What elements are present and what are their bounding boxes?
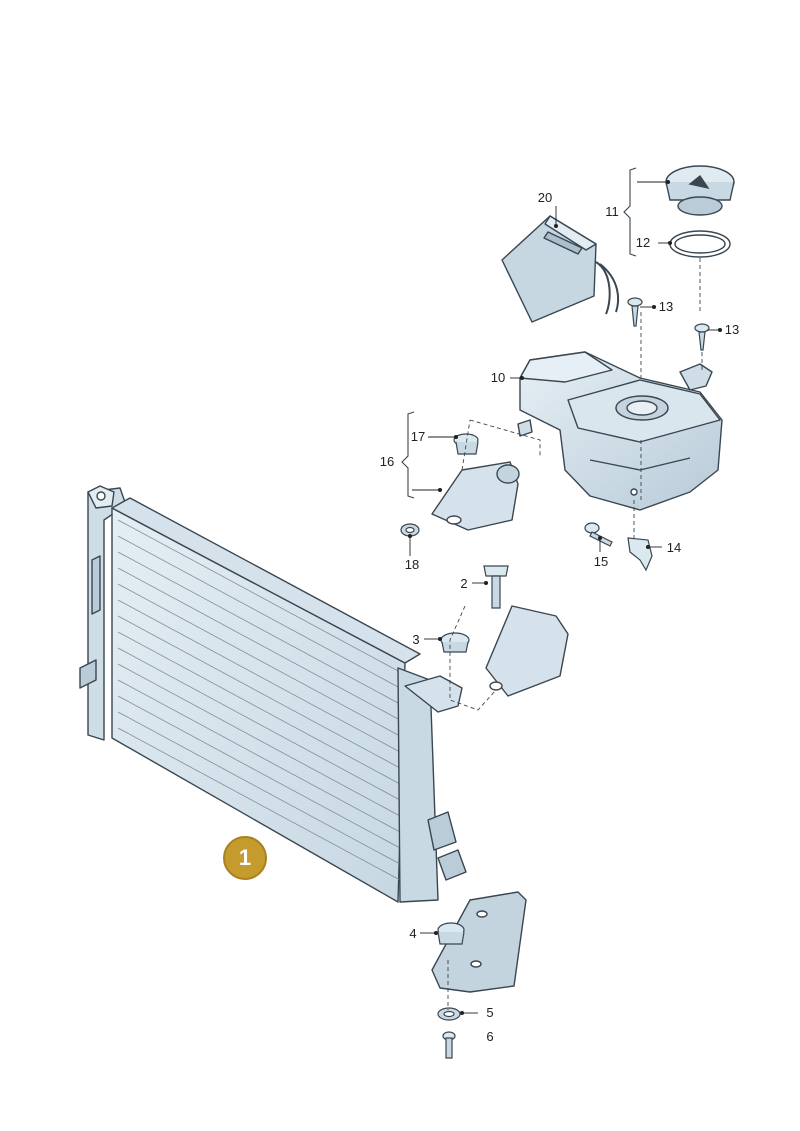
upper-mount-bracket bbox=[485, 605, 569, 697]
callout-13-lower: 13 bbox=[725, 322, 739, 337]
callout-12: 12 bbox=[636, 235, 650, 250]
clip-14 bbox=[627, 537, 653, 572]
callout-labels: 20 11 12 13 13 10 17 16 18 14 15 2 3 4 5… bbox=[380, 190, 739, 1044]
part-number-badge: 1 bbox=[223, 836, 267, 880]
washer-5 bbox=[437, 1007, 461, 1021]
radiator bbox=[79, 485, 467, 903]
seal-ring bbox=[669, 230, 731, 258]
callout-10: 10 bbox=[491, 370, 505, 385]
callout-4: 4 bbox=[409, 926, 416, 941]
callout-14: 14 bbox=[667, 540, 681, 555]
leader-lines bbox=[407, 179, 723, 1016]
lower-mount-bracket bbox=[431, 891, 527, 993]
callout-18: 18 bbox=[405, 557, 419, 572]
callout-5: 5 bbox=[486, 1005, 493, 1020]
coolant-expansion-tank bbox=[517, 351, 723, 511]
pin-2 bbox=[483, 565, 509, 609]
assembly-lines bbox=[447, 258, 703, 1010]
callout-20: 20 bbox=[538, 190, 552, 205]
callout-16: 16 bbox=[380, 454, 394, 469]
screw-13-lower bbox=[694, 323, 710, 351]
callout-15: 15 bbox=[594, 554, 608, 569]
screw-15 bbox=[584, 522, 613, 547]
group-bracket-11 bbox=[623, 167, 637, 257]
callout-11: 11 bbox=[605, 204, 619, 219]
level-sensor bbox=[501, 215, 619, 323]
callout-6: 6 bbox=[486, 1029, 493, 1044]
grommet-3 bbox=[440, 632, 470, 653]
callout-3: 3 bbox=[412, 632, 419, 647]
group-bracket-16 bbox=[401, 411, 415, 499]
bolt-6 bbox=[442, 1031, 456, 1059]
bracket-16 bbox=[431, 461, 520, 531]
callout-17: 17 bbox=[411, 429, 425, 444]
callout-2: 2 bbox=[460, 576, 467, 591]
rubber-mount-4 bbox=[437, 922, 465, 945]
filler-cap bbox=[665, 165, 735, 216]
grommet-17 bbox=[453, 433, 479, 455]
callout-13-upper: 13 bbox=[659, 299, 673, 314]
screw-13-upper bbox=[627, 297, 643, 327]
